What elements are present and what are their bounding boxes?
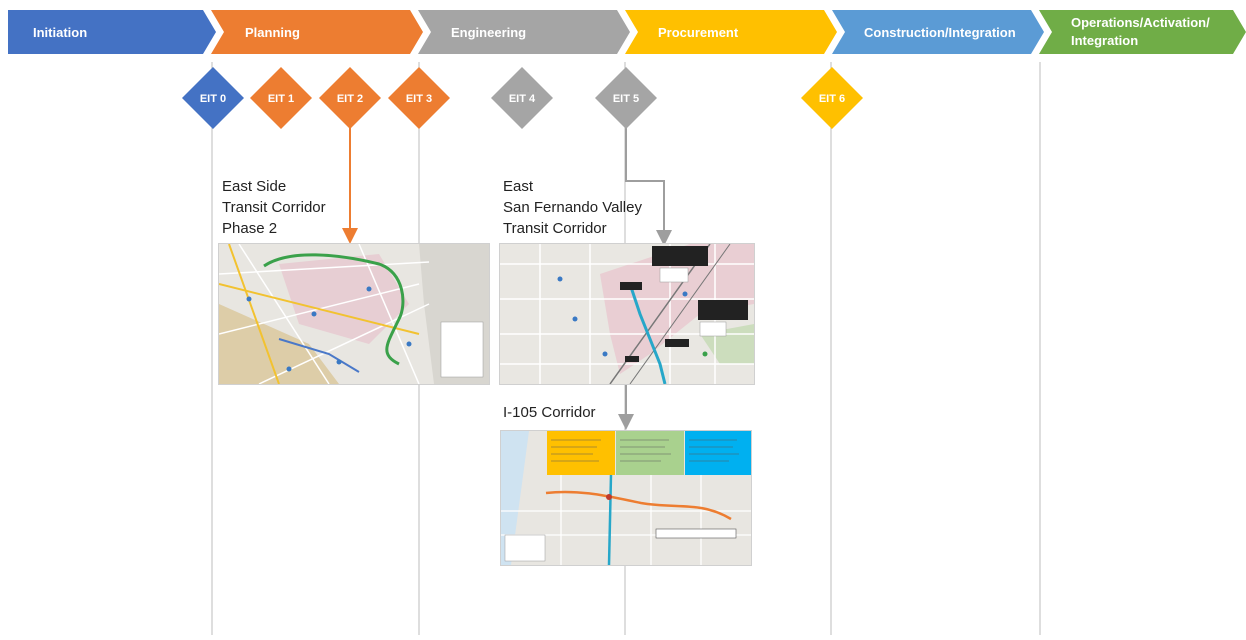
milestone-eit-0: EIT 0 — [182, 67, 244, 129]
milestone-connector-arrows — [342, 125, 672, 430]
milestone-diamond — [388, 67, 450, 129]
milestone-eit-3: EIT 3 — [388, 67, 450, 129]
title-line: Transit Corridor — [503, 220, 607, 237]
milestone-label: EIT 5 — [613, 93, 639, 105]
segment-2-callout — [616, 431, 684, 475]
milestone-label: EIT 4 — [509, 93, 536, 105]
milestone-diamond — [182, 67, 244, 129]
i105-title: I-105 Corridor — [503, 402, 596, 423]
map-graphic — [500, 244, 754, 384]
title-line: San Fernando Valley — [503, 199, 642, 216]
title-line: East — [503, 178, 534, 195]
east-side-title: East Side Transit Corridor Phase 2 — [222, 176, 326, 239]
phase-label: Construction/Integration — [864, 25, 1016, 40]
milestone-eit-1: EIT 1 — [250, 67, 312, 129]
title-line: I-105 Corridor — [503, 404, 596, 421]
phase-chevron-shape — [832, 10, 1044, 54]
phase-label: Procurement — [658, 25, 739, 40]
milestone-diamond — [250, 67, 312, 129]
map-graphic — [219, 244, 489, 384]
phase-chevron-planning: Planning — [211, 10, 423, 54]
phase-label: Engineering — [451, 25, 526, 40]
phase-chevron-operations-activation-integration: Operations/Activation/ Integration — [1039, 10, 1246, 54]
eit-milestones: EIT 0 EIT 1 EIT 2 EIT 3 EIT 4 EIT 5 — [182, 67, 863, 129]
phase-chevron-shape — [1039, 10, 1246, 54]
title-line: East Side — [222, 178, 287, 195]
phase-label: Operations/Activation/ — [1071, 15, 1210, 30]
milestone-eit-2: EIT 2 — [319, 67, 381, 129]
phase-chevron-engineering: Engineering — [418, 10, 630, 54]
map-graphic — [501, 431, 751, 565]
phase-label: Integration — [1071, 33, 1138, 48]
esfv-map-thumbnail — [499, 243, 755, 385]
title-line: Transit Corridor — [222, 199, 326, 216]
i105-map-thumbnail — [500, 430, 752, 566]
milestone-diamond — [319, 67, 381, 129]
phase-chevron-shape — [418, 10, 630, 54]
phase-chevron-construction-integration: Construction/Integration — [832, 10, 1044, 54]
milestone-label: EIT 6 — [819, 93, 845, 105]
milestone-label: EIT 3 — [406, 93, 432, 105]
milestone-label: EIT 0 — [200, 93, 226, 105]
phase-chevron-shape — [8, 10, 216, 54]
segment-3-callout — [685, 431, 751, 475]
segment-1-callout — [547, 431, 615, 475]
title-line: Phase 2 — [222, 220, 278, 237]
east-side-map-thumbnail — [218, 243, 490, 385]
milestone-eit-5: EIT 5 — [595, 67, 657, 129]
phase-chevron-bar: Initiation Planning Engineering Procurem… — [8, 10, 1246, 54]
esfv-title: East San Fernando Valley Transit Corrido… — [503, 176, 642, 239]
phase-chevron-shape — [211, 10, 423, 54]
milestone-label: EIT 2 — [337, 93, 363, 105]
eit5-to-esfv-arrow — [625, 125, 672, 246]
milestone-eit-4: EIT 4 — [491, 67, 553, 129]
phase-chevron-shape — [625, 10, 837, 54]
milestone-label: EIT 1 — [268, 93, 294, 105]
phase-chevron-initiation: Initiation — [8, 10, 216, 54]
milestone-eit-6: EIT 6 — [801, 67, 863, 129]
milestone-diamond — [491, 67, 553, 129]
phase-chevron-procurement: Procurement — [625, 10, 837, 54]
milestone-diamond — [801, 67, 863, 129]
phase-label: Initiation — [33, 25, 87, 40]
phase-label: Planning — [245, 25, 300, 40]
milestone-diamond — [595, 67, 657, 129]
